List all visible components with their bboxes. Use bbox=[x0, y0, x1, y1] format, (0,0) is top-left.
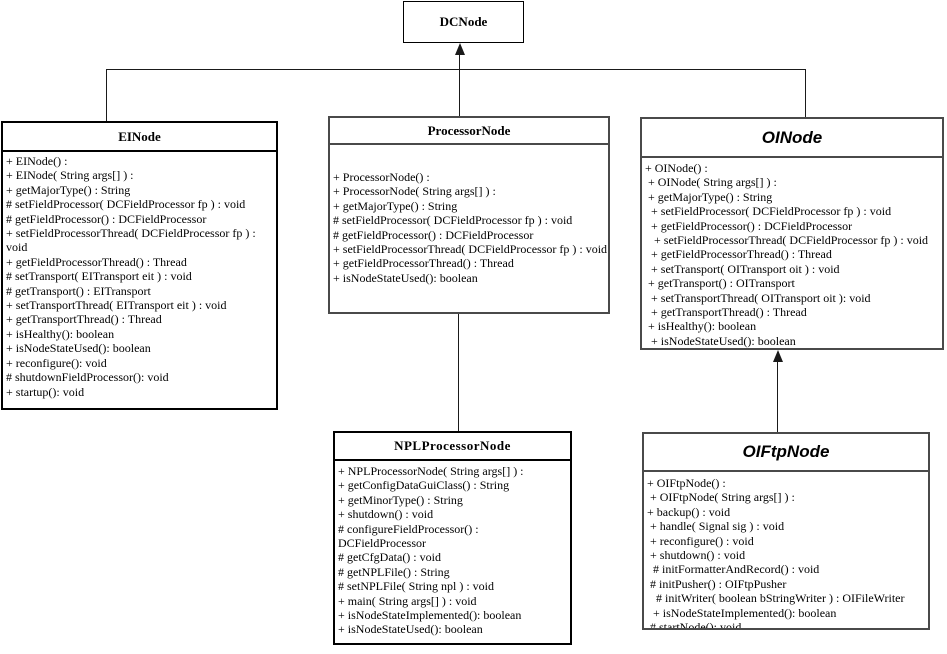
oinode-to-trunk-line bbox=[805, 69, 806, 117]
member-line: + EINode( String args[] ) : bbox=[6, 168, 134, 183]
inheritance-trunk-line bbox=[106, 69, 805, 70]
member-line: + OINode() : bbox=[645, 161, 708, 175]
member-line: # startNode(): void bbox=[647, 620, 742, 628]
member-line: # shutdownFieldProcessor(): void bbox=[6, 370, 169, 385]
member-line: # getNPLFile() : String bbox=[338, 564, 450, 579]
member-line: + reconfigure() : void bbox=[647, 533, 754, 548]
member-line: + isNodeStateUsed(): boolean bbox=[333, 270, 478, 285]
member-line: + OIFtpNode( String args[] ) : bbox=[647, 490, 795, 505]
member-line: # setNPLFile( String npl ) : void bbox=[338, 579, 494, 594]
member-line: + EINode() : bbox=[6, 154, 68, 168]
class-title-processornode: ProcessorNode bbox=[330, 118, 608, 145]
member-line: + getMajorType() : String bbox=[333, 198, 458, 213]
class-members-oiftpnode: + OIFtpNode() : + OIFtpNode( String args… bbox=[644, 472, 928, 628]
member-line: # setTransport( EITransport eit ) : void bbox=[6, 269, 192, 284]
member-line: + getFieldProcessorThread() : Thread bbox=[333, 256, 514, 271]
member-line: # getCfgData() : void bbox=[338, 550, 441, 565]
class-members-oinode: + OINode() : + OINode( String args[] ) :… bbox=[642, 158, 942, 348]
member-line: + setTransportThread( EITransport eit ) … bbox=[6, 298, 227, 313]
member-line: + setFieldProcessorThread( DCFieldProces… bbox=[645, 233, 929, 248]
member-line: + getFieldProcessor() : DCFieldProcessor bbox=[645, 218, 853, 233]
member-line: + setFieldProcessorThread( DCFieldProces… bbox=[6, 226, 256, 241]
member-line: + isNodeStateImplemented(): boolean bbox=[338, 608, 522, 623]
member-line: + isHealthy(): boolean bbox=[645, 319, 757, 334]
member-line: + setFieldProcessor( DCFieldProcessor fp… bbox=[645, 204, 892, 219]
member-line: # setFieldProcessor( DCFieldProcessor fp… bbox=[333, 213, 573, 228]
member-line: + backup() : void bbox=[647, 504, 731, 519]
member-line: + setFieldProcessorThread( DCFieldProces… bbox=[333, 242, 608, 257]
class-members-processornode: + ProcessorNode() :+ ProcessorNode( Stri… bbox=[330, 145, 608, 312]
generalization-arrowhead-icon bbox=[773, 350, 783, 362]
member-line: + getTransportThread() : Thread bbox=[6, 312, 162, 327]
member-line: + getFieldProcessorThread() : Thread bbox=[6, 254, 187, 269]
class-title-oinode: OINode bbox=[642, 119, 942, 158]
class-members-nplprocessornode: + NPLProcessorNode( String args[] ) :+ g… bbox=[335, 461, 570, 643]
class-title-nplprocessornode: NPLProcessorNode bbox=[335, 433, 570, 461]
oiftpnode-to-oinode-line bbox=[777, 354, 778, 432]
member-line: + reconfigure(): void bbox=[6, 355, 107, 370]
member-line: # setFieldProcessor( DCFieldProcessor fp… bbox=[6, 197, 246, 212]
member-line: + startup(): void bbox=[6, 384, 85, 399]
member-line: + setTransport( OITransport oit ) : void bbox=[645, 261, 840, 276]
member-line: # configureFieldProcessor() : bbox=[338, 521, 479, 536]
member-line: + isNodeStateUsed(): boolean bbox=[338, 622, 483, 637]
member-line: + ProcessorNode() : bbox=[333, 170, 430, 184]
member-line: + main( String args[] ) : void bbox=[338, 593, 477, 608]
processornode-to-dcnode-line bbox=[459, 47, 460, 116]
member-line: + shutdown() : void bbox=[647, 548, 746, 563]
member-line: + shutdown() : void bbox=[338, 507, 434, 522]
member-line: + getMajorType() : String bbox=[6, 182, 131, 197]
member-line: DCFieldProcessor bbox=[338, 536, 426, 551]
member-line: # getFieldProcessor() : DCFieldProcessor bbox=[333, 227, 534, 242]
class-title-einode: EINode bbox=[3, 123, 276, 152]
member-line: + getMajorType() : String bbox=[645, 189, 773, 204]
member-line: + NPLProcessorNode( String args[] ) : bbox=[338, 464, 524, 478]
member-line: + isNodeStateUsed(): boolean bbox=[6, 341, 151, 356]
member-line: + OINode( String args[] ) : bbox=[645, 175, 777, 190]
class-title-dcnode: DCNode bbox=[439, 14, 488, 29]
einode-to-trunk-line bbox=[106, 69, 107, 121]
member-line: + ProcessorNode( String args[] ) : bbox=[333, 184, 496, 199]
member-line: + getConfigDataGuiClass() : String bbox=[338, 478, 510, 493]
member-line: + OIFtpNode() : bbox=[647, 476, 726, 490]
class-box-oinode[interactable]: OINode + OINode() : + OINode( String arg… bbox=[640, 117, 944, 350]
member-line: + getTransport() : OITransport bbox=[645, 276, 795, 291]
member-line: + getTransportThread() : Thread bbox=[645, 305, 807, 320]
member-line: + handle( Signal sig ) : void bbox=[647, 519, 785, 534]
member-line: + isNodeStateUsed(): boolean bbox=[645, 333, 796, 348]
class-title-oiftpnode: OIFtpNode bbox=[644, 434, 928, 472]
generalization-arrowhead-icon bbox=[455, 43, 465, 55]
member-line: # getFieldProcessor() : DCFieldProcessor bbox=[6, 211, 207, 226]
class-box-einode[interactable]: EINode + EINode() :+ EINode( String args… bbox=[1, 121, 278, 410]
member-line: # initFormatterAndRecord() : void bbox=[647, 562, 820, 577]
member-line: # initWriter( boolean bStringWriter ) : … bbox=[647, 591, 905, 606]
class-box-oiftpnode[interactable]: OIFtpNode + OIFtpNode() : + OIFtpNode( S… bbox=[642, 432, 930, 630]
class-box-dcnode[interactable]: DCNode bbox=[403, 1, 524, 43]
class-box-nplprocessornode[interactable]: NPLProcessorNode + NPLProcessorNode( Str… bbox=[333, 431, 572, 645]
member-line: + getMinorType() : String bbox=[338, 492, 463, 507]
member-line: # initPusher() : OIFtpPusher bbox=[647, 576, 787, 591]
member-line: # getTransport() : EITransport bbox=[6, 283, 151, 298]
member-line: + setTransportThread( OITransport oit ):… bbox=[645, 290, 871, 305]
class-box-processornode[interactable]: ProcessorNode + ProcessorNode() :+ Proce… bbox=[328, 116, 610, 314]
member-line: + getFieldProcessorThread() : Thread bbox=[645, 247, 832, 262]
member-line: + isHealthy(): boolean bbox=[6, 326, 115, 341]
nplprocessornode-to-processornode-line bbox=[458, 314, 459, 431]
class-members-einode: + EINode() :+ EINode( String args[] ) :+… bbox=[3, 152, 276, 408]
member-line: void bbox=[6, 240, 28, 255]
member-line: + isNodeStateImplemented(): boolean bbox=[647, 605, 837, 620]
